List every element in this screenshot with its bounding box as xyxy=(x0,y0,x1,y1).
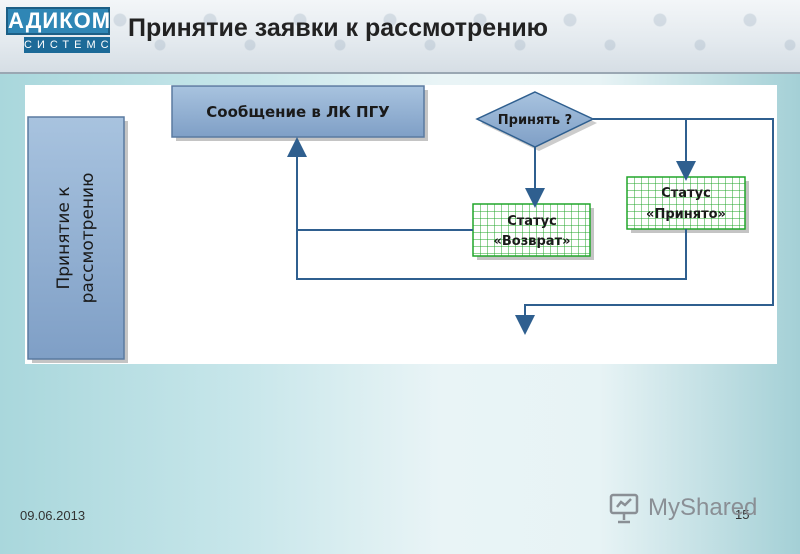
flow-diagram: Принятие к рассмотрению Сообщение в ЛК П… xyxy=(25,85,777,364)
diagram-canvas: Принятие к рассмотрению Сообщение в ЛК П… xyxy=(27,85,774,363)
slide-date: 09.06.2013 xyxy=(20,508,86,523)
process-lane-label: Принятие к рассмотрению xyxy=(27,116,128,363)
slide-page-number: 15 xyxy=(735,507,750,522)
presentation-icon xyxy=(609,493,639,524)
status-return-line2: «Возврат» xyxy=(493,234,570,249)
arrow-to-message xyxy=(287,137,687,280)
arrow-exit xyxy=(515,118,774,335)
status-accepted-line1: Статус xyxy=(661,186,711,201)
watermark: MyShared xyxy=(608,490,768,526)
watermark-text: MyShared xyxy=(648,494,758,521)
arrow-decision-to-accepted xyxy=(593,118,696,181)
slide-header: АДИКОМ СИСТЕМС Принятие заявки к рассмот… xyxy=(0,0,800,74)
decision-diamond: Принять ? xyxy=(475,91,597,151)
logo-text-top: АДИКОМ xyxy=(6,7,112,35)
logo-text-bottom: СИСТЕМС xyxy=(24,37,114,53)
company-logo: АДИКОМ СИСТЕМС xyxy=(6,7,110,55)
decision-label: Принять ? xyxy=(498,113,572,128)
lane-label-line1: Принятие к xyxy=(54,186,74,289)
message-box-label: Сообщение в ЛК ПГУ xyxy=(206,103,390,121)
status-accepted-line2: «Принято» xyxy=(646,207,726,222)
header-background-pattern xyxy=(0,0,800,72)
lane-label-line2: рассмотрению xyxy=(78,173,98,304)
connectors xyxy=(287,118,774,335)
status-return-line1: Статус xyxy=(507,214,557,229)
message-box: Сообщение в ЛК ПГУ xyxy=(171,85,428,141)
slide-title: Принятие заявки к рассмотрению xyxy=(128,14,549,42)
status-accepted-box: Статус «Принято» xyxy=(626,176,749,233)
status-return-box: Статус «Возврат» xyxy=(472,203,594,260)
